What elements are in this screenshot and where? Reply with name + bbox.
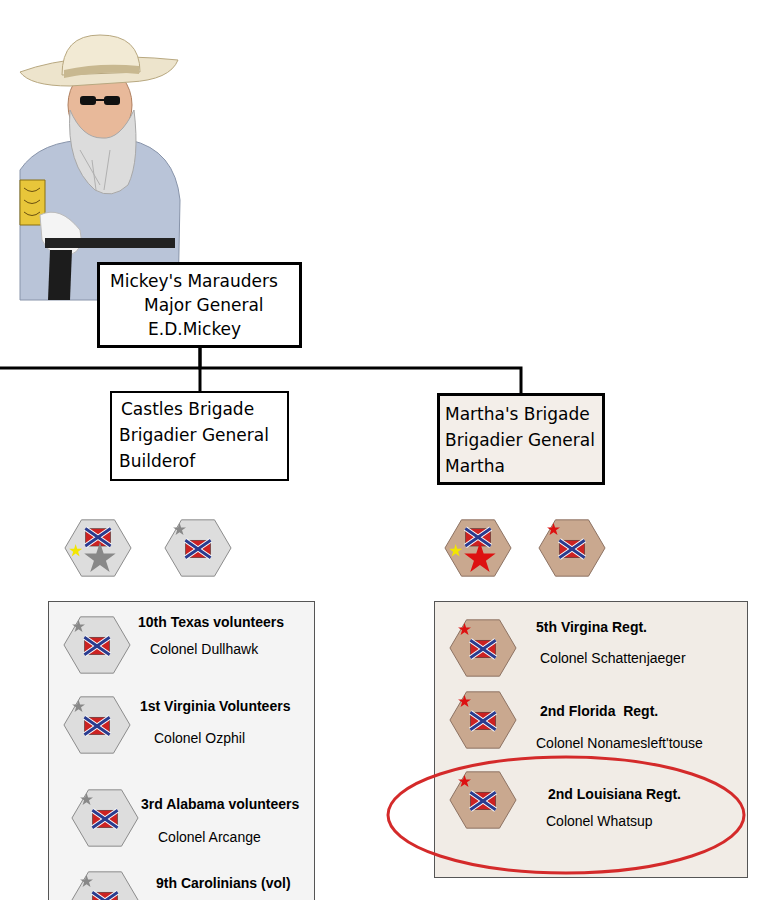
colonel-name: Colonel Whatsup — [546, 813, 653, 830]
regiment-name: 3rd Alabama volunteers — [141, 796, 299, 813]
regiment-counter — [64, 697, 130, 753]
regiment-counter — [72, 790, 138, 846]
brigade-counter — [445, 520, 511, 576]
highlight-ellipse: 2nd Louisiana Regt. Colonel Whatsup — [386, 755, 746, 875]
regiment-panel: 5th Virgina Regt. Colonel Schattenjaeger 2… — [434, 601, 748, 877]
regiment-name: 2nd Florida Regt. — [540, 703, 658, 720]
brigade-panel — [49, 602, 315, 900]
ellipse-outline — [388, 757, 744, 873]
regiment-name: 2nd Louisiana Regt. — [548, 786, 681, 803]
regiment-name: 5th Virgina Regt. — [536, 619, 647, 636]
regiment-counter — [64, 617, 130, 673]
commander-name: Martha — [445, 456, 505, 476]
regiment-name: 10th Texas volunteers — [138, 614, 284, 631]
brigade-counter — [165, 520, 231, 576]
unit-name: Castles Brigade — [121, 399, 254, 419]
colonel-name: Colonel Ozphil — [154, 730, 245, 747]
org-connector — [200, 348, 521, 393]
command-box: Castles BrigadeBrigadier GeneralBuildero… — [110, 391, 289, 481]
brigade-panel — [435, 602, 748, 878]
colonel-name: Colonel Schattenjaeger — [540, 650, 686, 667]
org-line — [0, 367, 201, 370]
brigade-counter — [539, 520, 605, 576]
general-figure — [20, 35, 180, 300]
colonel-name: Colonel Arcange — [158, 829, 261, 846]
regiment-counter — [72, 872, 138, 900]
commander-name: Builderof — [119, 451, 195, 471]
regiment-name: 1st Virginia Volunteers — [140, 698, 290, 715]
commander-name: E.D.Mickey — [148, 319, 241, 339]
regiment-counter — [450, 772, 516, 828]
commander-name: Major General — [144, 295, 264, 315]
regiment-counter — [450, 692, 516, 748]
commander-name: Brigadier General — [119, 425, 269, 445]
command-box: Mickey's MaraudersMajor GeneralE.D.Micke… — [97, 262, 302, 348]
unit-name: Martha's Brigade — [445, 404, 590, 424]
command-box: Martha's BrigadeBrigadier GeneralMartha — [437, 393, 605, 485]
commander-name: Brigadier General — [445, 430, 595, 450]
unit-name: Mickey's Marauders — [110, 271, 278, 291]
brigade-counter — [65, 520, 131, 576]
regiment-panel: 10th Texas volunteersColonel Dullhawk 1st… — [48, 601, 315, 900]
regiment-counter — [450, 620, 516, 676]
colonel-name: Colonel Dullhawk — [150, 641, 258, 658]
regiment-name: 9th Carolinians (vol) — [156, 875, 291, 892]
colonel-name: Colonel Nonamesleft'touse — [536, 735, 703, 752]
